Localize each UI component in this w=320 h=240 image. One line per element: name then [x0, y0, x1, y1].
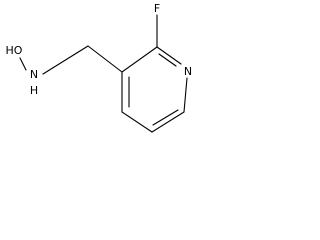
bond-c6-c5-double: [152, 109, 179, 126]
atom-label-amine-nitrogen: N: [30, 68, 38, 81]
atom-label-amine-hydrogen: H: [30, 84, 38, 97]
bond-c6-c5: [151, 111, 185, 133]
chemical-structure-diagram: F HO N H N: [6, 2, 192, 133]
bond-c3-c2: [121, 46, 158, 73]
bond-c2-n1: [156, 46, 182, 65]
atom-label-ring-nitrogen: N: [184, 65, 192, 78]
bond-n1-c6: [183, 77, 188, 113]
bond-c2-n1-double: [158, 53, 177, 67]
bond-c5-c4: [121, 111, 153, 133]
atom-label-fluorine: F: [154, 2, 160, 15]
bond-n-ch2: [42, 45, 89, 75]
bond-ch2-c3: [87, 45, 123, 73]
atom-label-hydroxyl: HO: [6, 44, 23, 57]
bond-o-n: [19, 57, 27, 71]
